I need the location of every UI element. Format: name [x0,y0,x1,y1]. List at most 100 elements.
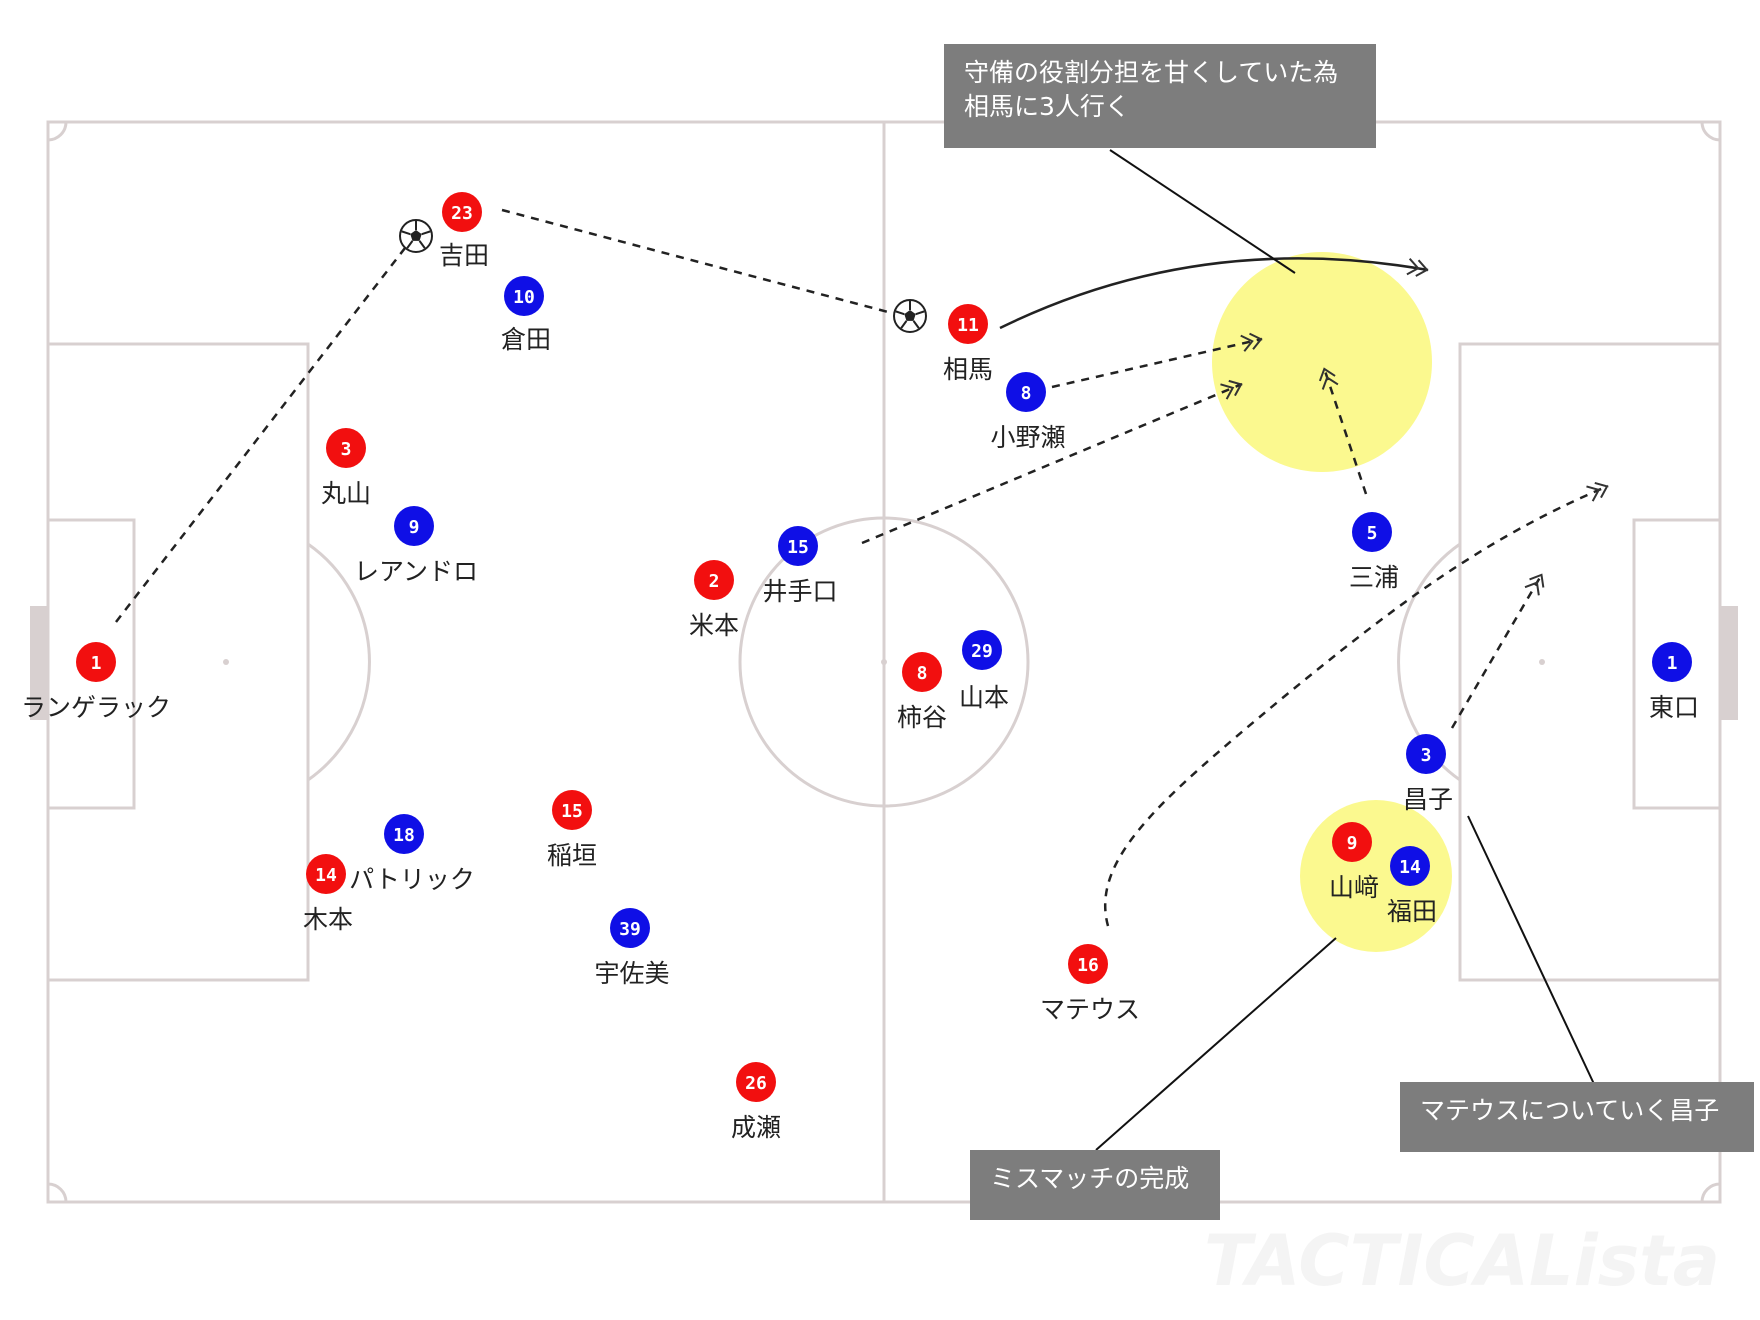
player-number: 15 [787,537,809,558]
player-number: 29 [971,641,993,662]
player-token [948,304,988,344]
callout-pointer-top [1109,149,1296,274]
callout-right-text: マテウスについていく昌子 [1420,1096,1720,1125]
player-token [1006,372,1046,412]
player-number: 18 [393,825,415,846]
pass-line-23-to-11 [501,208,889,314]
player-token [504,276,544,316]
callout-right: マテウスについていく昌子 [1400,1082,1754,1152]
player-number: 2 [709,571,720,592]
player-token [306,854,346,894]
run-arrow-soma [999,257,1429,330]
player-red-8: 8 柿谷 [897,652,947,732]
player-name: 倉田 [501,325,551,354]
player-red-9: 9山﨑 [1329,822,1379,902]
player-name: 吉田 [439,241,489,270]
player-red-23: 23 吉田 [439,192,489,270]
player-token [1406,734,1446,774]
run-arrow-mateus [1103,481,1609,927]
player-blue-14: 14 福田 [1387,846,1437,926]
corner-arc-tr [1700,121,1721,142]
player-number: 14 [1399,857,1421,878]
corner-arc-tl [47,121,68,142]
player-name: ランゲラック [21,693,171,722]
player-token [694,560,734,600]
player-name: 昌子 [1403,785,1453,814]
player-red-15: 15 稲垣 [547,790,597,870]
player-number: 26 [745,1073,767,1094]
press-arrow-ideguchi [861,379,1243,545]
player-red-1: 1 ランゲラック [21,642,171,722]
player-name: 山﨑 [1329,873,1379,902]
player-token [326,428,366,468]
player-number: 39 [619,919,641,940]
corner-arc-br [1700,1182,1721,1203]
player-number: 3 [341,439,352,460]
player-name: 丸山 [321,479,371,508]
player-token [384,814,424,854]
player-number: 23 [451,203,473,224]
player-red-14: 14 木本 [303,854,353,934]
player-token [902,652,942,692]
callout-bottom: ミスマッチの完成 [970,1150,1220,1220]
player-blue-39: 39 宇佐美 [594,908,670,988]
player-token [1068,944,1108,984]
player-token [442,192,482,232]
player-blue-10: 10 倉田 [501,276,551,354]
player-token [610,908,650,948]
follow-arrow-shoji [1450,573,1545,729]
player-token [1332,822,1372,862]
callout-top-line-1: 守備の役割分担を甘くしていた為 [964,58,1339,87]
player-token [1352,512,1392,552]
player-number: 8 [1021,383,1032,404]
player-blue-5: 5三浦 [1349,512,1399,592]
callout-pointer-right [1467,815,1595,1085]
player-blue-1: 1東口 [1649,642,1699,722]
right-penalty-spot [1539,659,1545,665]
player-token [1390,846,1430,886]
player-name: 木本 [303,905,353,934]
soccer-ball-icon [399,219,433,253]
callout-top-line-2: 相馬に3人行く [964,92,1130,121]
soccer-ball-icon [893,299,927,333]
player-red-2: 2米本 [689,560,739,640]
callout-pointer-bottom [1095,937,1337,1151]
player-token [394,506,434,546]
player-name: パトリック [349,865,475,894]
player-name: 三浦 [1349,563,1399,592]
player-red-3: 3 丸山 [321,428,371,508]
balls [399,219,927,333]
player-number: 9 [409,517,420,538]
player-number: 14 [315,865,337,886]
player-token [778,526,818,566]
player-name: 稲垣 [547,841,597,870]
left-goal [30,606,48,720]
callout-bottom-text: ミスマッチの完成 [990,1164,1190,1193]
player-token [76,642,116,682]
player-name: 山本 [959,683,1009,712]
press-arrow-miura [1318,367,1368,495]
player-name: マテウス [1040,995,1140,1024]
player-token [552,790,592,830]
player-blue-29: 29 山本 [959,630,1009,712]
player-name: 相馬 [943,355,993,384]
player-token [736,1062,776,1102]
player-number: 1 [91,653,102,674]
player-number: 1 [1667,653,1678,674]
player-number: 15 [561,801,583,822]
player-blue-18: 18 パトリック [349,814,475,894]
left-penalty-arc [307,542,371,782]
left-penalty-spot [223,659,229,665]
press-arrow-onose [1051,332,1263,389]
player-name: 柿谷 [897,703,947,732]
player-name: 宇佐美 [594,959,669,988]
player-name: 福田 [1387,897,1437,926]
player-number: 8 [917,663,928,684]
player-number: 10 [513,287,535,308]
